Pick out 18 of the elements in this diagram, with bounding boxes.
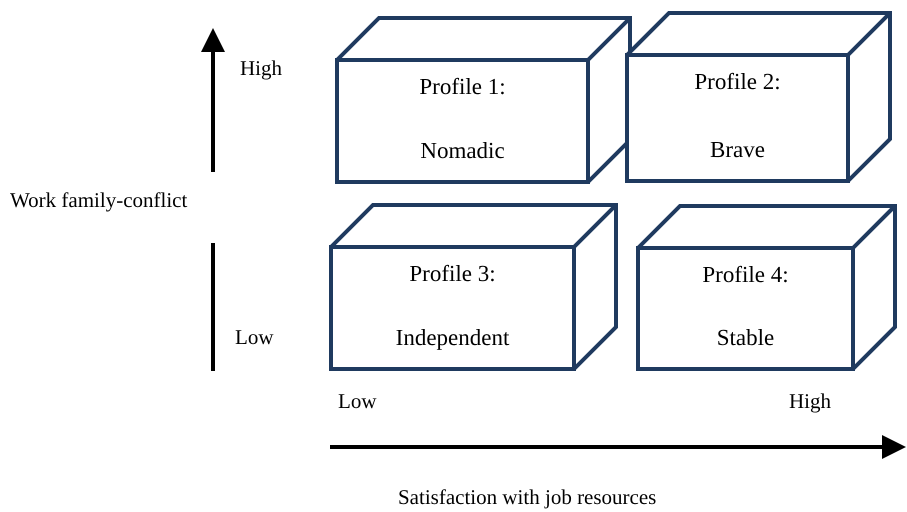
axis-label: Low [235,325,274,350]
axis-label: Low [338,389,376,414]
profile-title: Profile 3: [409,261,496,287]
profile-title: Profile 1: [419,74,506,100]
axis-title: Satisfaction with job resources [398,485,656,510]
axis-title: Work family-conflict [10,188,188,213]
profile-title: Profile 4: [702,262,789,288]
cuboid-box [625,11,892,183]
axis-label: High [240,56,282,81]
profile-name: Independent [396,325,510,351]
cuboid-box [329,203,618,371]
profile-name: Nomadic [420,138,505,164]
cuboid-box [335,16,632,184]
cuboid-box [636,204,897,371]
profile-name: Brave [710,137,765,163]
profile-name: Stable [716,325,774,351]
profile-title: Profile 2: [694,69,781,95]
axis-label: High [789,389,831,414]
